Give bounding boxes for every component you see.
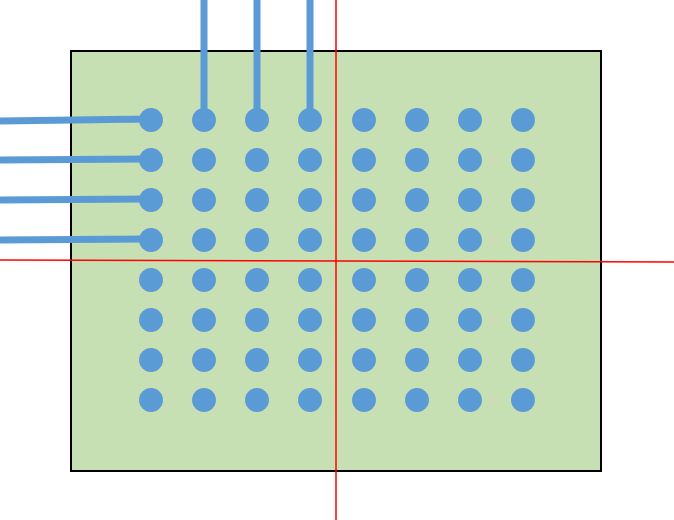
pad xyxy=(511,108,535,132)
pad xyxy=(298,108,322,132)
pad xyxy=(192,108,216,132)
pad xyxy=(139,108,163,132)
pad xyxy=(458,308,482,332)
pad xyxy=(298,188,322,212)
pad xyxy=(245,388,269,412)
pad xyxy=(511,268,535,292)
trace-left xyxy=(0,115,152,125)
trace-left xyxy=(0,195,152,204)
pad xyxy=(192,228,216,252)
pad xyxy=(511,148,535,172)
pad xyxy=(139,348,163,372)
pad xyxy=(458,348,482,372)
pad xyxy=(245,268,269,292)
pad xyxy=(192,308,216,332)
pad xyxy=(298,228,322,252)
pad xyxy=(352,388,376,412)
pad xyxy=(458,268,482,292)
pad xyxy=(405,228,429,252)
pad xyxy=(139,308,163,332)
pad xyxy=(298,348,322,372)
pad xyxy=(192,388,216,412)
pad xyxy=(352,188,376,212)
pad xyxy=(458,148,482,172)
pad xyxy=(352,148,376,172)
pad xyxy=(458,188,482,212)
pad xyxy=(245,188,269,212)
pad xyxy=(192,148,216,172)
pad xyxy=(192,268,216,292)
pad xyxy=(458,228,482,252)
pad xyxy=(245,348,269,372)
pad xyxy=(458,388,482,412)
pad xyxy=(139,228,163,252)
pad xyxy=(245,108,269,132)
pad xyxy=(511,348,535,372)
pad xyxy=(511,388,535,412)
pad xyxy=(139,188,163,212)
pad xyxy=(245,228,269,252)
pad-grid xyxy=(139,108,535,412)
pad xyxy=(245,148,269,172)
pad xyxy=(405,308,429,332)
pad xyxy=(405,268,429,292)
trace-left xyxy=(0,155,152,164)
horizontal-center-line xyxy=(0,259,674,263)
pad xyxy=(352,268,376,292)
pad xyxy=(511,308,535,332)
pad xyxy=(405,108,429,132)
pad xyxy=(405,388,429,412)
pad xyxy=(298,268,322,292)
pad xyxy=(352,108,376,132)
pad xyxy=(298,148,322,172)
pad xyxy=(245,308,269,332)
pad xyxy=(298,308,322,332)
trace-left xyxy=(0,235,152,244)
pad xyxy=(511,228,535,252)
traces xyxy=(0,0,314,244)
pad xyxy=(192,188,216,212)
pad xyxy=(139,268,163,292)
pad xyxy=(405,188,429,212)
pad xyxy=(405,148,429,172)
pad xyxy=(352,308,376,332)
pad xyxy=(352,228,376,252)
pad xyxy=(298,388,322,412)
pad xyxy=(139,148,163,172)
pad xyxy=(458,108,482,132)
pad xyxy=(511,188,535,212)
pad xyxy=(139,388,163,412)
pad xyxy=(405,348,429,372)
pad xyxy=(192,348,216,372)
pad xyxy=(352,348,376,372)
